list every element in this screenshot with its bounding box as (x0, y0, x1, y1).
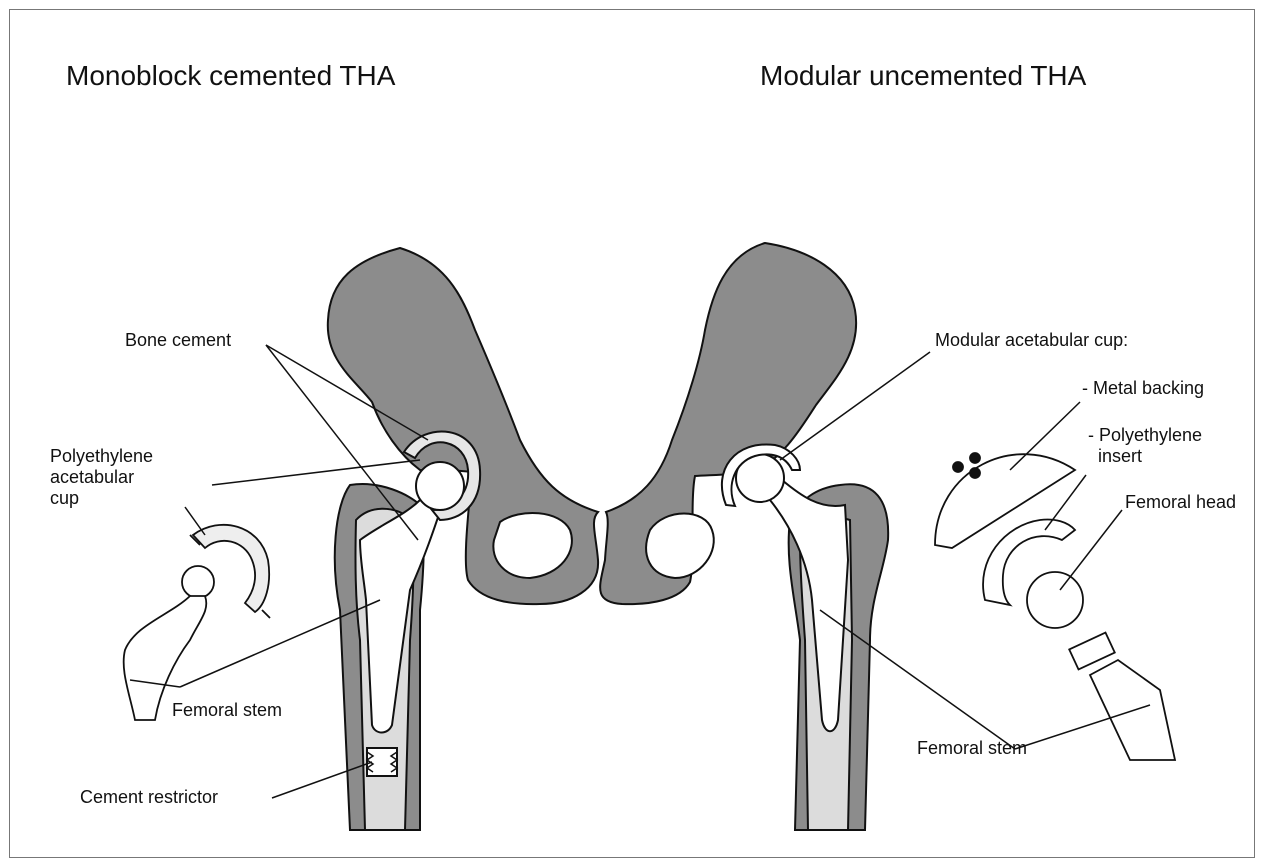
exploded-head-left (182, 566, 214, 598)
exploded-femoral-head (1027, 572, 1083, 628)
exploded-neck (1069, 633, 1115, 670)
exploded-left (124, 525, 270, 720)
leader-poly-cup-1 (212, 460, 420, 485)
label-cement-restrictor: Cement restrictor (80, 787, 218, 808)
label-femoral-head: Femoral head (1125, 492, 1236, 513)
label-femoral-stem-right: Femoral stem (917, 738, 1027, 759)
leader-poly-cup-2 (185, 507, 205, 535)
backing-hole-2 (970, 453, 980, 463)
label-femoral-stem-left: Femoral stem (172, 700, 282, 721)
label-poly-cup-line1: Polyethylene (50, 446, 153, 467)
label-poly-cup-line2: acetabular (50, 467, 134, 488)
label-poly-insert-line1: - Polyethylene (1088, 425, 1202, 446)
backing-hole-1 (953, 462, 963, 472)
obturator-right (646, 514, 714, 579)
leader-femoral-head (1060, 510, 1122, 590)
label-poly-cup-line3: cup (50, 488, 79, 509)
label-modular-cup: Modular acetabular cup: (935, 330, 1128, 351)
label-bone-cement: Bone cement (125, 330, 231, 351)
femur-right (722, 444, 888, 830)
femur-left (335, 478, 448, 830)
femoral-head-left (416, 462, 464, 510)
label-poly-insert-line2: insert (1098, 446, 1142, 467)
label-metal-backing: - Metal backing (1082, 378, 1204, 399)
backing-hole-3 (970, 468, 980, 478)
